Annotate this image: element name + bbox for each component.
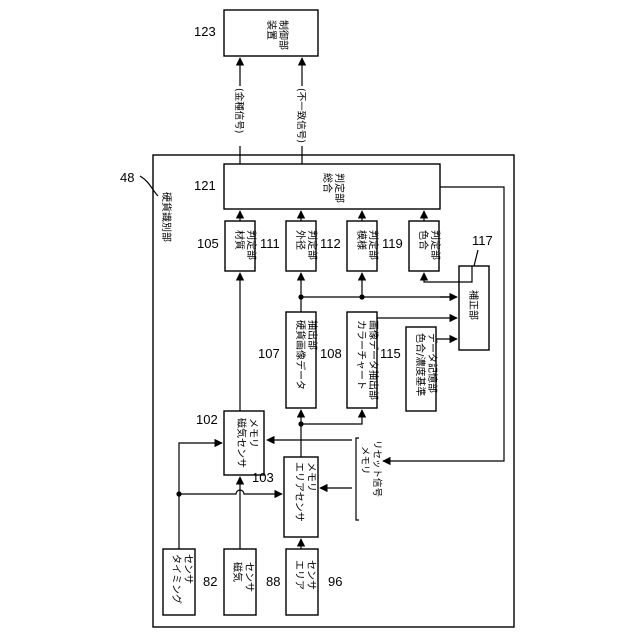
correction-leader-line [474,250,478,266]
area-memory-number: 103 [252,470,274,485]
area-sensor-number: 96 [328,574,342,589]
svg-text:センサ: センサ [243,562,255,592]
magnetic-sensor-block: 磁気 センサ [224,549,256,615]
svg-text:エリア: エリア [293,560,304,590]
svg-text:色合/濃度基準: 色合/濃度基準 [414,333,427,396]
pattern-number: 112 [320,236,341,251]
reset-signal-label-1: メモリ [359,446,370,475]
svg-text:材質: 材質 [233,230,246,250]
color-chart-extract-number: 108 [320,346,342,361]
frame-title: 硬貨識別部 [160,192,173,242]
material-number: 105 [197,236,219,251]
timing-to-area-memory-arrow [179,490,282,494]
magnetic-memory-number: 102 [196,412,218,427]
svg-text:磁気: 磁気 [231,562,244,582]
svg-text:判定部: 判定部 [245,230,258,260]
mismatch-signal-label: (不一致信号) [295,88,307,143]
timing-to-magnetic-memory-arrow [179,443,222,549]
reset-signal-label-2: リセット信号 [371,440,383,497]
svg-text:装置: 装置 [265,20,278,40]
coin-image-extract-block: 硬貨画像データ 抽出部 [286,312,319,408]
svg-text:センサ: センサ [182,554,194,584]
svg-text:センサ: センサ [305,560,317,590]
device-control-block: 装置 制御部 [224,10,318,56]
reset-bracket [356,438,359,520]
magnetic-sensor-number: 88 [266,574,280,589]
svg-text:補正部: 補正部 [467,290,480,320]
svg-text:色合: 色合 [417,230,430,250]
timing-sensor-number: 82 [203,574,217,589]
hue-number: 119 [382,236,403,251]
svg-text:硬貨画像データ: 硬貨画像データ [294,320,307,390]
svg-text:判定部: 判定部 [367,230,380,260]
svg-text:判定部: 判定部 [306,230,319,260]
svg-text:判定部: 判定部 [333,173,346,203]
svg-text:画像データ抽出部: 画像データ抽出部 [367,320,380,400]
svg-text:メモリ: メモリ [247,418,258,448]
svg-text:カラーチャート: カラーチャート [355,320,367,390]
hue-block: 色合 判定部 [409,221,442,271]
svg-text:総合: 総合 [321,173,334,193]
svg-text:外径: 外径 [294,230,307,250]
correction-number: 117 [472,233,493,248]
svg-text:判定部: 判定部 [429,230,442,260]
svg-text:模様: 模様 [355,230,368,250]
pattern-block: 模様 判定部 [347,221,380,271]
frame-number: 48 [120,170,134,185]
svg-text:磁気センサ: 磁気センサ [235,418,248,468]
integration-block: 総合 判定部 [224,164,440,209]
reference-store-number: 115 [380,346,401,361]
area-memory-to-color-chart-arrow [301,410,362,424]
svg-text:エリアセンサ: エリアセンサ [293,462,305,522]
svg-text:データ記憶部: データ記憶部 [426,333,439,393]
area-sensor-block: エリア センサ [286,549,318,615]
authentic-signal-label: (金種信号) [233,88,245,133]
area-memory-block: エリアセンサ メモリ [284,457,318,537]
svg-text:メモリ: メモリ [305,462,316,492]
coin-identification-frame [153,155,514,627]
svg-text:タイミング: タイミング [170,554,183,604]
reference-store-block: 色合/濃度基準 データ記憶部 [406,327,439,411]
integration-number: 121 [194,178,216,193]
svg-text:制御部: 制御部 [277,20,290,50]
magnetic-memory-block: 磁気センサ メモリ [224,411,264,475]
correction-block: 補正部 [459,266,489,350]
timing-sensor-block: タイミング センサ [163,549,195,615]
coin-image-extract-number: 107 [258,346,280,361]
device-control-number: 123 [194,24,216,39]
outer-diameter-block: 外径 判定部 [286,221,319,271]
svg-text:抽出部: 抽出部 [306,320,319,350]
color-chart-extract-block: カラーチャート 画像データ抽出部 [347,312,380,408]
material-block: 材質 判定部 [225,221,258,271]
frame-leader-line [140,176,158,196]
outer-diameter-number: 111 [260,236,280,251]
